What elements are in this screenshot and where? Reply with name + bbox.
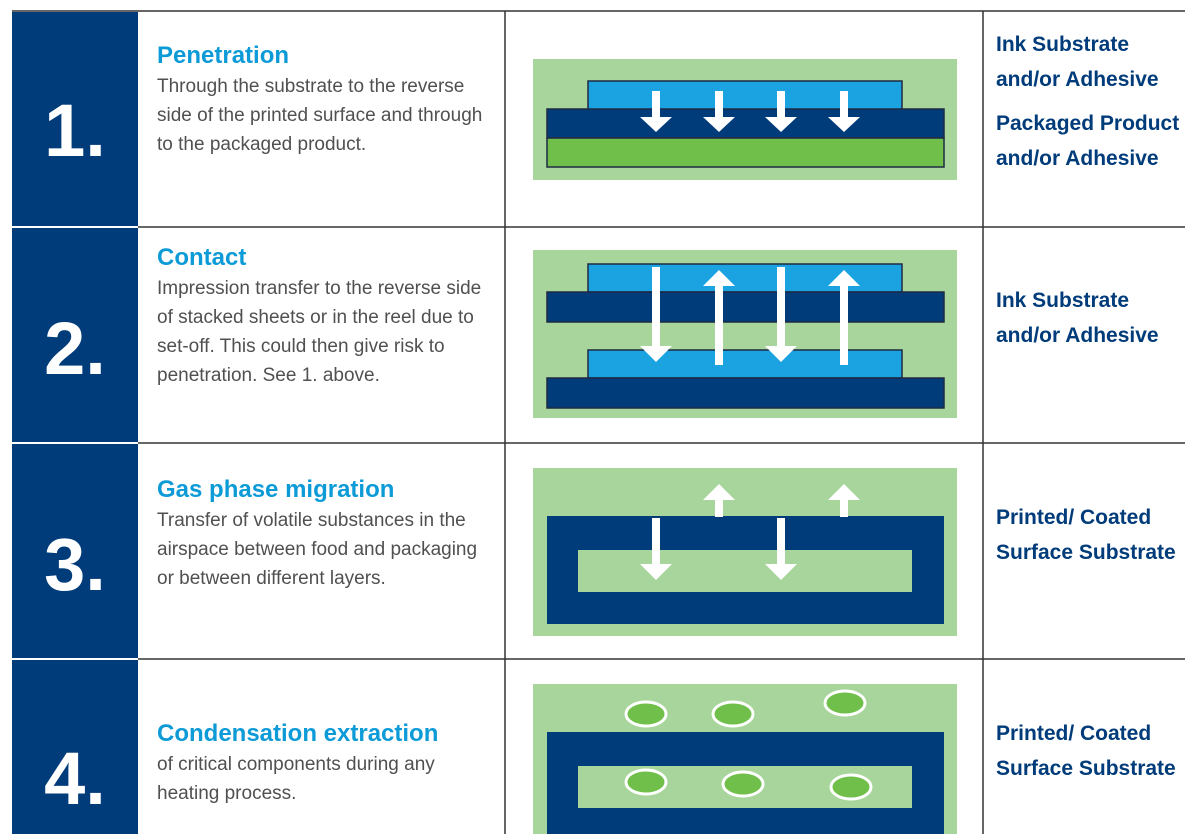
airspace (578, 550, 912, 592)
side-label: Ink Substrate and/or Adhesive (996, 289, 1159, 347)
ink-layer (587, 80, 903, 111)
row-body: Impression transfer to the reverse side … (157, 278, 482, 386)
row-body: Transfer of volatile substances in the a… (157, 510, 478, 589)
table-row-condensation: 4. Condensation extraction of critical c… (12, 660, 1185, 834)
side-label: Ink Substrate and/or Adhesive (996, 33, 1159, 91)
gas-phase-diagram (533, 468, 957, 636)
substrate-layer-top (546, 291, 945, 323)
arrow-down-icon (765, 91, 797, 132)
row-number-cell: 1. (12, 12, 138, 226)
table-row-gas-phase: 3. Gas phase migration Transfer of volat… (12, 444, 1185, 658)
row-body: of critical components during any heatin… (157, 754, 435, 804)
arrow-down-icon (765, 267, 797, 362)
side-label: Printed/ Coated Surface Substrate (996, 506, 1176, 564)
row-number: 1. (44, 89, 106, 172)
row-description: Gas phase migration Transfer of volatile… (157, 476, 497, 593)
droplet-icon (721, 770, 765, 798)
droplet-icon (829, 773, 873, 801)
row-title: Penetration (157, 42, 290, 69)
table-row-contact: 2. Contact Impression transfer to the re… (12, 228, 1185, 442)
row-description: Penetration Through the substrate to the… (157, 42, 497, 159)
droplet-icon (624, 768, 668, 796)
row-body: Through the substrate to the reverse sid… (157, 76, 483, 155)
gas-arrows (640, 484, 860, 580)
arrow-down-icon (640, 91, 672, 132)
arrow-down-icon (640, 518, 672, 580)
row-number-cell: 2. (12, 228, 138, 442)
row-number: 3. (44, 523, 106, 606)
row-number-cell: 4. (12, 660, 138, 834)
row-number: 2. (44, 307, 106, 390)
contact-diagram (533, 250, 957, 418)
droplet-icon (624, 700, 668, 728)
arrow-up-icon (828, 270, 860, 365)
arrow-up-icon (703, 270, 735, 365)
arrow-down-icon (703, 91, 735, 132)
arrow-up-icon (703, 484, 735, 517)
arrow-down-icon (640, 267, 672, 362)
row-title: Gas phase migration (157, 476, 395, 503)
droplet-icon (711, 700, 755, 728)
row-title: Contact (157, 244, 247, 271)
row-side-labels: Printed/ Coated Surface Substrate (996, 500, 1185, 570)
substrate-layer-bottom (546, 377, 945, 409)
arrow-down-icon (765, 518, 797, 580)
contact-arrows (640, 267, 860, 365)
droplets (624, 689, 873, 801)
product-layer (546, 137, 945, 168)
side-label: Printed/ Coated Surface Substrate (996, 722, 1176, 780)
droplet-icon (823, 689, 867, 717)
row-number: 4. (44, 737, 106, 820)
table-row-penetration: 1. Penetration Through the substrate to … (12, 12, 1185, 226)
downward-arrows (640, 91, 860, 132)
condensation-diagram (533, 684, 957, 834)
row-number-cell: 3. (12, 444, 138, 658)
ink-layer-bottom (587, 349, 903, 379)
row-description: Contact Impression transfer to the rever… (157, 244, 497, 390)
substrate-layer (546, 108, 945, 139)
arrow-up-icon (828, 484, 860, 517)
side-label: Packaged Product and/or Adhesive (996, 112, 1180, 170)
row-description: Condensation extraction of critical comp… (157, 720, 497, 808)
row-side-labels: Printed/ Coated Surface Substrate (996, 716, 1185, 786)
arrow-down-icon (828, 91, 860, 132)
row-title: Condensation extraction (157, 720, 439, 747)
row-side-labels: Ink Substrate and/or Adhesive (996, 283, 1185, 353)
row-side-labels: Ink Substrate and/or Adhesive Packaged P… (996, 27, 1185, 176)
penetration-diagram (533, 59, 957, 180)
